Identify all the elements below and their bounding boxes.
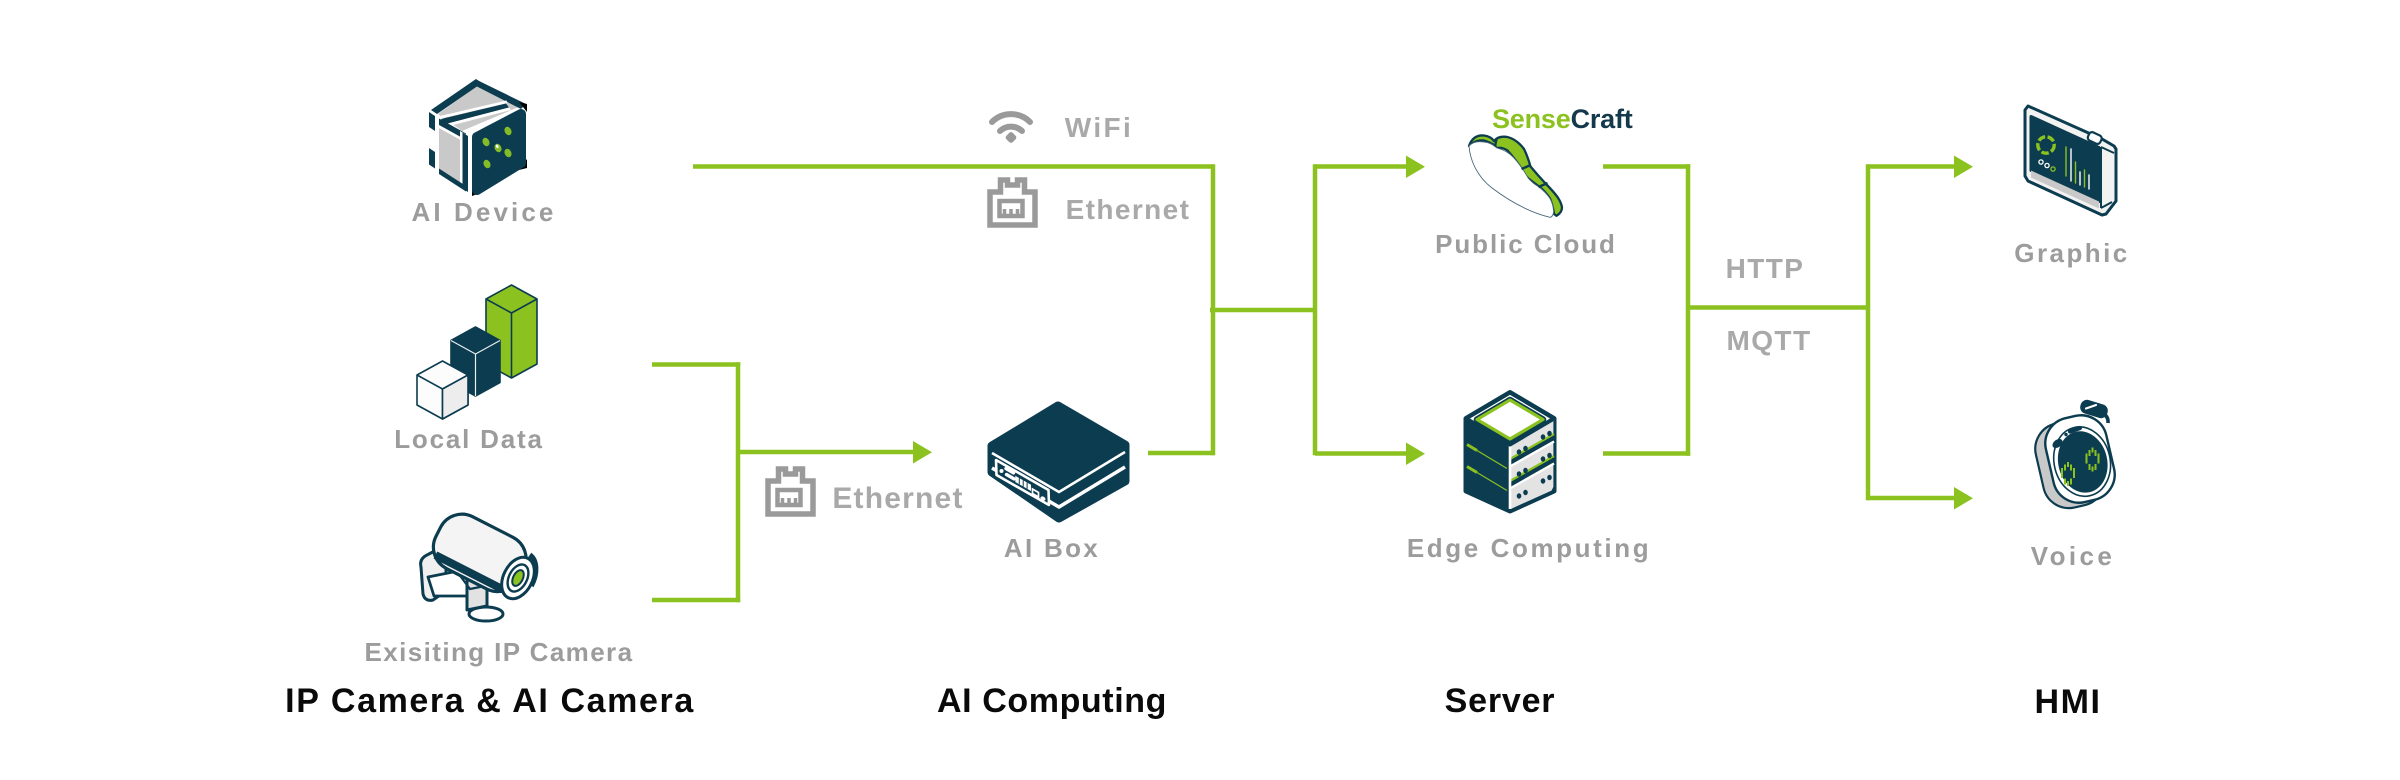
svg-text:AI Device: AI Device xyxy=(412,197,557,227)
svg-text:Voice: Voice xyxy=(2031,541,2115,571)
svg-text:Public Cloud: Public Cloud xyxy=(1435,229,1617,259)
svg-text:HMI: HMI xyxy=(2034,683,2101,721)
svg-text:Edge Computing: Edge Computing xyxy=(1407,533,1651,563)
svg-text:AI Box: AI Box xyxy=(1004,533,1100,563)
svg-text:Ethernet: Ethernet xyxy=(832,482,963,515)
svg-text:Graphic: Graphic xyxy=(2014,238,2129,268)
svg-text:HTTP: HTTP xyxy=(1726,253,1805,284)
svg-text:WiFi: WiFi xyxy=(1065,112,1133,143)
svg-text:SenseCraft: SenseCraft xyxy=(1492,104,1633,134)
svg-text:Server: Server xyxy=(1445,682,1556,720)
svg-text:IP Camera & AI Camera: IP Camera & AI Camera xyxy=(285,682,695,720)
svg-text:Ethernet: Ethernet xyxy=(1066,194,1191,225)
svg-text:Exisiting IP Camera: Exisiting IP Camera xyxy=(365,637,634,667)
svg-text:MQTT: MQTT xyxy=(1727,325,1812,356)
svg-text:AI Computing: AI Computing xyxy=(937,682,1167,720)
svg-text:Local Data: Local Data xyxy=(394,424,544,454)
